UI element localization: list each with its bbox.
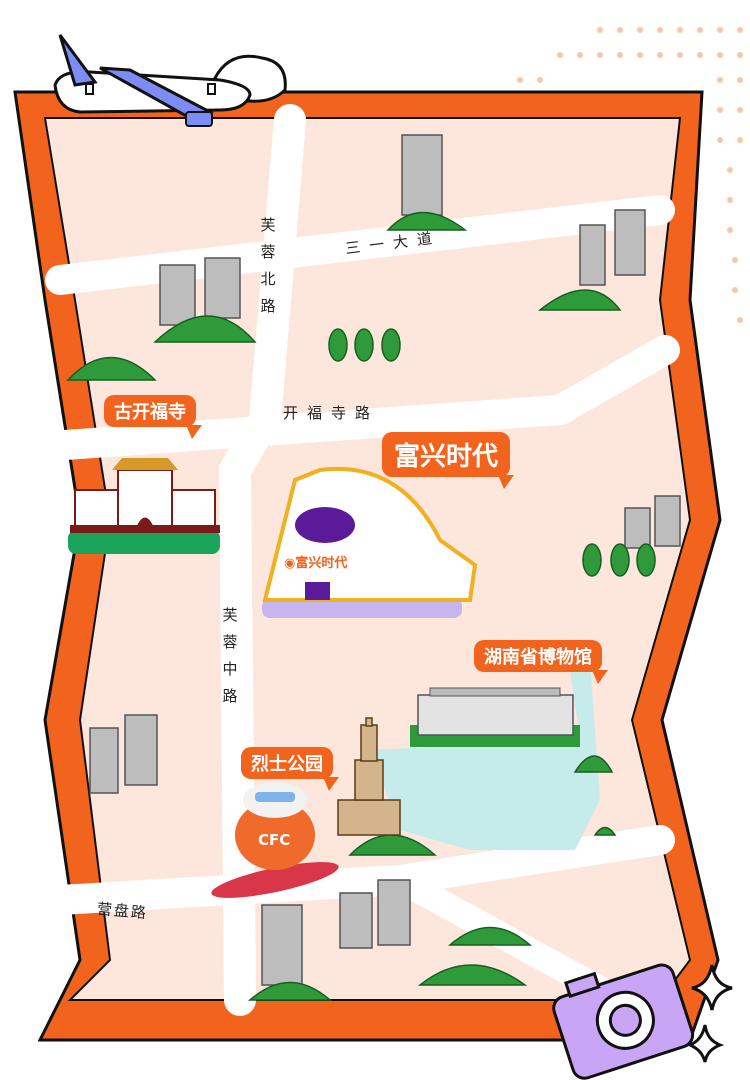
cfc-mascot: CFC	[211, 782, 339, 898]
landmark-label-hunan-museum[interactable]: 湖南省博物馆	[474, 640, 608, 684]
mall-sign: ◉富兴时代	[284, 555, 347, 571]
sparkle-icon	[686, 1024, 725, 1063]
hunan-museum	[410, 687, 580, 747]
camera-icon	[552, 963, 695, 1080]
road-label-furong-north: 芙蓉北路	[260, 216, 276, 315]
mascot-text: CFC	[258, 831, 290, 849]
road-label-furong-middle: 芙蓉中路	[222, 606, 238, 705]
lake	[370, 660, 600, 850]
martyrs-monument	[337, 717, 401, 836]
road-label-yingpan: 营盘路	[96, 899, 149, 923]
road-label-kaifusi: 开福寺路	[283, 404, 380, 422]
sparkle-icon	[691, 964, 733, 1011]
landmark-label-fuxing-times[interactable]: 富兴时代	[382, 432, 515, 489]
trees-hills	[66, 211, 656, 1001]
landmark-label-kaifu-temple[interactable]: 古开福寺	[104, 395, 202, 439]
kaifu-temple	[68, 458, 220, 554]
fuxing-mall: ◉富兴时代	[262, 466, 478, 618]
landmark-label-martyrs-park[interactable]: 烈士公园	[241, 747, 339, 791]
buildings	[89, 134, 681, 986]
airplane-icon	[53, 34, 287, 127]
halftone-pattern	[517, 27, 743, 323]
